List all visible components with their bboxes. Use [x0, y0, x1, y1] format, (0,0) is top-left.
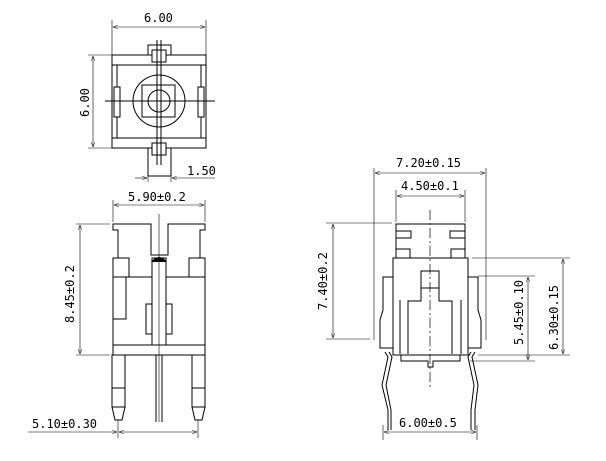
outer-width-dim: 7.20±0.15	[396, 156, 461, 170]
inner-height-dim: 5.45±0.10	[512, 280, 526, 345]
front-height-dim: 8.45±0.2	[63, 265, 77, 323]
cap-width-dim: 4.50±0.1	[401, 179, 459, 193]
front-width-dim: 5.90±0.2	[128, 190, 186, 204]
front-view: 5.90±0.2 8.45±0.2 5.10±0.30	[28, 190, 206, 438]
side-view: 7.20±0.15 4.50±0.1 7.40±0.2 5.45±0.10 6.…	[316, 156, 570, 440]
pitch-dim: 5.10±0.30	[32, 417, 97, 431]
top-view: 6.00 6.00 1.50	[78, 11, 216, 182]
total-height-dim: 7.40±0.2	[316, 252, 330, 310]
top-width-dim: 6.00	[144, 11, 173, 25]
stem-dim: 1.50	[187, 164, 216, 178]
top-height-dim: 6.00	[78, 88, 92, 117]
body-height-dim: 6.30±0.15	[547, 285, 561, 350]
lead-span-dim: 6.00±0.5	[399, 416, 457, 430]
